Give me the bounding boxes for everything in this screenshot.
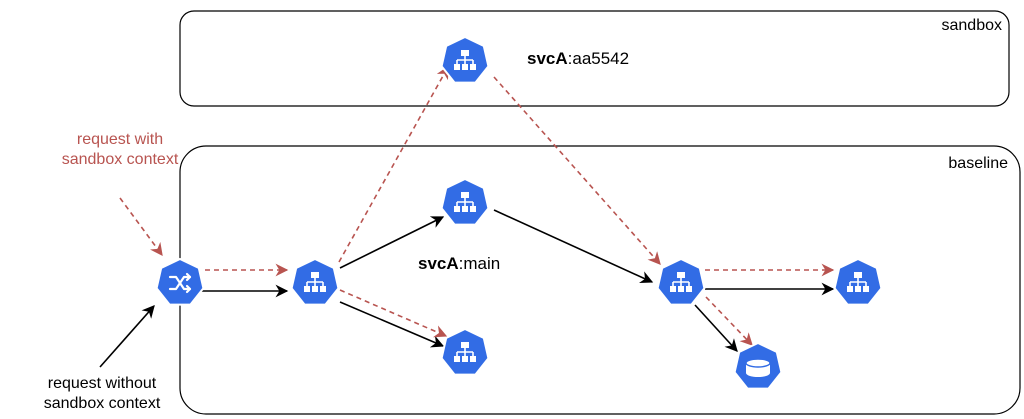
edge-sandbox-to-downstream-dashed	[493, 76, 661, 265]
sandbox-box-title: sandbox	[941, 17, 1003, 34]
node-svc-downstream[interactable]	[656, 257, 706, 306]
network-icon	[304, 272, 326, 292]
edge-main-upper-to-downstream	[493, 209, 654, 284]
baseline-box-title: baseline	[948, 155, 1008, 172]
edge-entry-to-main-upper	[339, 216, 445, 269]
node-svc-sandbox-aa5542[interactable]	[440, 35, 490, 84]
edge-entry-to-lower-left	[339, 301, 445, 348]
svc-name: svcA	[418, 254, 459, 273]
edge-downstream-to-database	[694, 304, 738, 352]
svc-name: svcA	[527, 49, 568, 68]
network-icon	[847, 272, 869, 292]
node-svc-main-upper[interactable]	[440, 177, 490, 226]
network-icon	[454, 50, 476, 70]
network-icon	[454, 342, 476, 362]
network-icon	[670, 272, 692, 292]
edge-request-without-context	[99, 305, 155, 368]
request-with-line2: sandbox context	[61, 151, 179, 168]
database-icon	[745, 358, 771, 377]
node-database[interactable]	[733, 341, 783, 390]
node-svc-right[interactable]	[833, 257, 883, 306]
svc-sandbox-label: svcA:aa5542	[527, 49, 629, 69]
edge-entry-to-sandbox-dashed	[338, 65, 449, 263]
edge-request-with-context	[119, 197, 163, 257]
edge-downstream-to-database-dashed	[705, 296, 753, 346]
request-without-line1: request without	[47, 375, 157, 392]
node-svc-entry[interactable]	[290, 257, 340, 306]
node-svc-lower-left[interactable]	[440, 327, 490, 376]
shuffle-icon	[168, 272, 192, 294]
request-with-context-label: request with sandbox context	[30, 130, 210, 170]
request-without-line2: sandbox context	[43, 395, 161, 412]
sandbox-box	[179, 10, 1010, 107]
request-with-line1: request with	[76, 131, 164, 148]
svc-tag: :aa5542	[567, 49, 630, 68]
network-icon	[454, 192, 476, 212]
edge-entry-to-lower-left-dashed	[339, 289, 448, 338]
svc-main-label: svcA:main	[418, 254, 500, 274]
node-router[interactable]	[155, 257, 205, 306]
svc-tag: :main	[458, 254, 501, 273]
request-without-context-label: request without sandbox context	[12, 374, 192, 414]
